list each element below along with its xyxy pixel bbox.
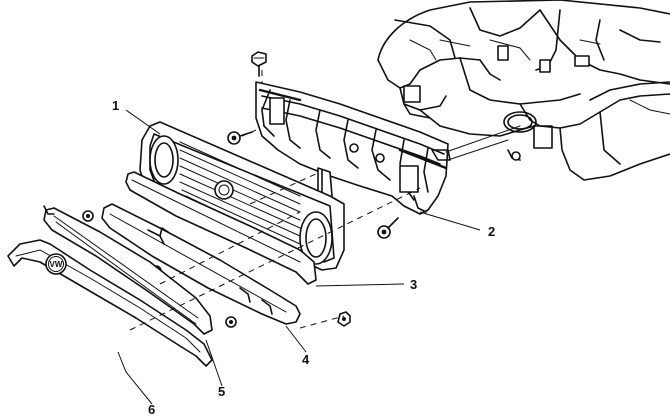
bolt-left: [227, 131, 253, 145]
lower-grille-insert: [43, 205, 213, 335]
callout-3: 3: [410, 277, 417, 292]
screw-top: [251, 51, 267, 77]
upper-trim-strip: [125, 171, 317, 285]
grille: [139, 121, 345, 271]
callout-1: 1: [112, 98, 119, 113]
lower-grille-bracket: [101, 203, 301, 325]
vw-logo: VW: [45, 253, 67, 275]
bolt-lower-right: [377, 217, 399, 239]
bolt-small-3: [225, 316, 237, 328]
callout-2: 2: [488, 224, 495, 239]
callout-labels: 1 2 3 4 5 6: [112, 98, 495, 417]
callout-6: 6: [148, 402, 155, 417]
bolt-small-1: [82, 210, 94, 222]
vw-logo-text: VW: [50, 260, 63, 269]
alignment-lines: [129, 70, 421, 331]
callout-5: 5: [218, 384, 225, 399]
bolt-small-4: [337, 311, 351, 327]
vehicle-front-body: [377, 0, 670, 181]
leader-lines: [117, 109, 481, 405]
callout-4: 4: [302, 352, 310, 367]
